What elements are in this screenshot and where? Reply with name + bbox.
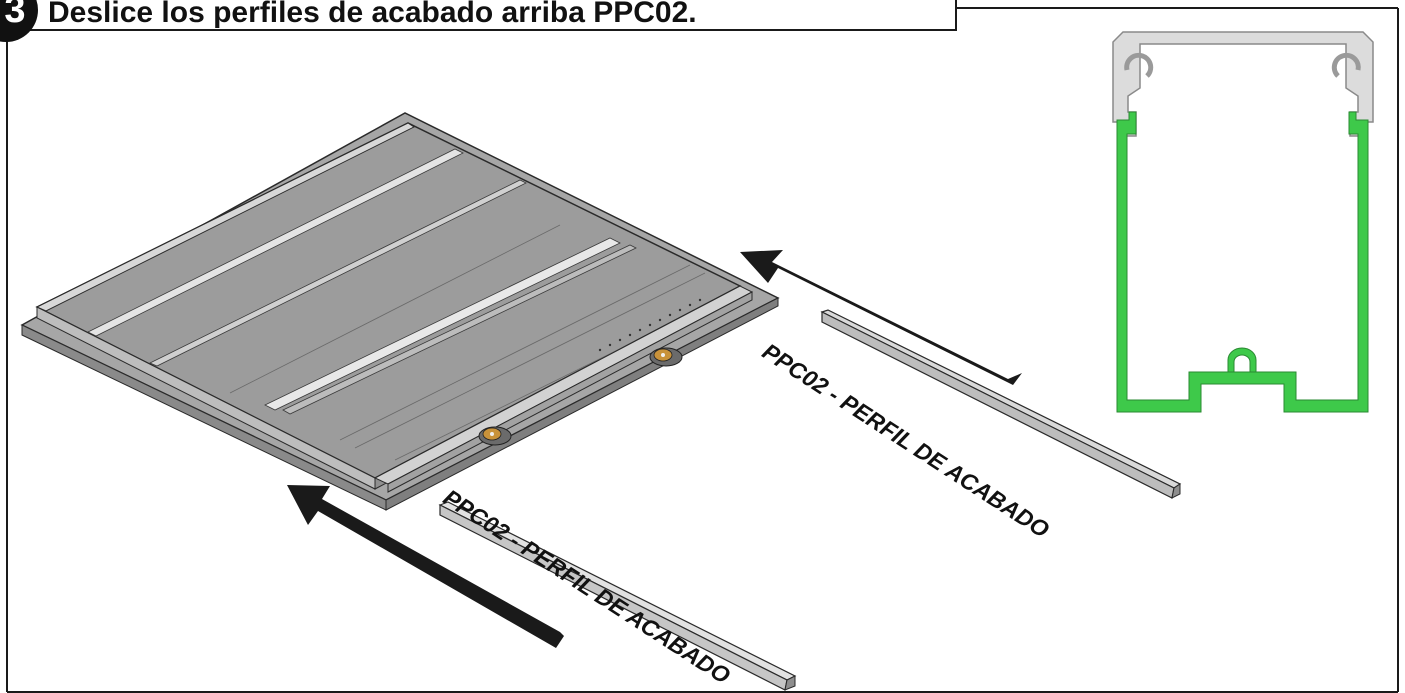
arrow-lower bbox=[287, 485, 564, 648]
profile-upper-part bbox=[820, 309, 1182, 499]
profile-lower-part bbox=[438, 501, 797, 691]
frame-border bbox=[6, 0, 1399, 693]
panel-lower-flange-right bbox=[385, 297, 779, 511]
roller-1 bbox=[649, 347, 683, 367]
section-top-cap bbox=[1112, 31, 1374, 137]
panel-rib-2 bbox=[149, 179, 527, 367]
panel-edge-rail-lower bbox=[387, 291, 753, 493]
profile-cross-section bbox=[1112, 31, 1374, 413]
section-green-body bbox=[1116, 111, 1369, 413]
panel-rib-3 bbox=[264, 237, 621, 411]
arrow-upper bbox=[740, 250, 1022, 385]
panel-top-surface bbox=[35, 122, 742, 479]
step-title: Deslice los perfiles de acabado arriba P… bbox=[48, 0, 697, 29]
roller-2 bbox=[478, 426, 512, 446]
section-clip bbox=[1227, 347, 1257, 373]
panel-rib-1 bbox=[87, 148, 464, 337]
panel-rib-4 bbox=[282, 244, 637, 415]
panel-back-rail bbox=[35, 122, 415, 312]
step-number: 3 bbox=[4, 0, 26, 31]
panel-assembly bbox=[20, 112, 780, 511]
panel-perforations bbox=[598, 298, 702, 352]
step-title-box: Deslice los perfiles de acabado arriba P… bbox=[28, 0, 957, 31]
